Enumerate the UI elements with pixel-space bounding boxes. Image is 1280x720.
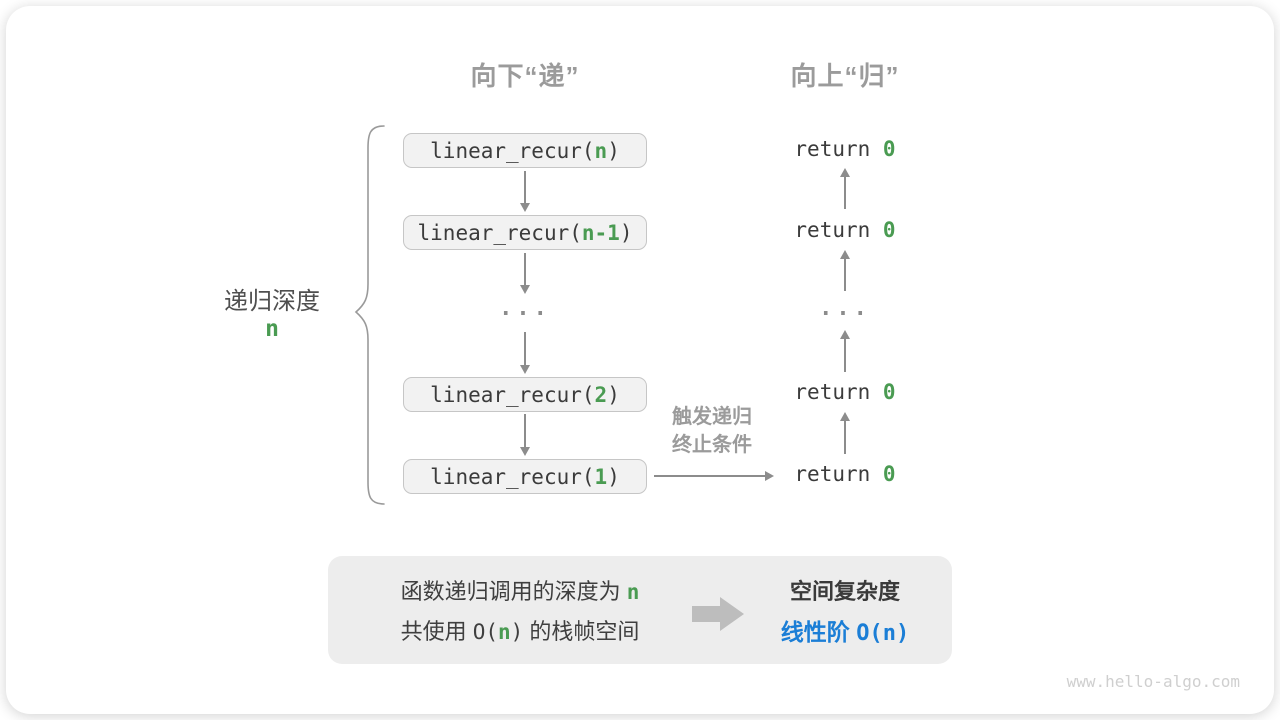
call-text: linear_recur( xyxy=(417,220,582,245)
left-brace xyxy=(354,125,385,505)
summary-right-text: 空间复杂度 线性阶 O(n) xyxy=(750,572,940,654)
result-code: n xyxy=(882,621,896,646)
call-box-2: linear_recur(2) xyxy=(403,377,647,412)
ellipsis-left: ... xyxy=(499,296,551,321)
arrow-up-icon xyxy=(840,168,850,209)
arrow-down-icon xyxy=(520,414,530,456)
header-recurse-down: 向下“递” xyxy=(470,61,580,91)
call-text: linear_recur( xyxy=(430,138,595,163)
summary-text: 共使用 xyxy=(400,619,473,644)
arrow-down-icon xyxy=(520,171,530,212)
call-text: ) xyxy=(619,220,633,245)
call-text: linear_recur( xyxy=(430,382,595,407)
call-text: ) xyxy=(607,138,620,163)
call-box-n: linear_recur(n) xyxy=(403,133,647,168)
call-text: linear_recur( xyxy=(430,464,595,489)
space-complexity-title: 空间复杂度 xyxy=(789,579,900,604)
call-box-n-1: linear_recur(n-1) xyxy=(403,215,647,250)
return-keyword: return xyxy=(794,218,883,242)
return-value: 0 xyxy=(882,380,896,404)
return-row: return 0 xyxy=(745,137,945,165)
return-row: return 0 xyxy=(745,218,945,246)
arrow-up-icon xyxy=(840,412,850,454)
call-text: ) xyxy=(607,464,620,489)
summary-text: 的栈帧空间 xyxy=(523,619,640,644)
result-label: 线性阶 xyxy=(780,619,857,645)
arrow-up-icon xyxy=(840,250,850,291)
arrow-up-icon xyxy=(840,330,850,372)
recursion-depth-value: n xyxy=(265,316,279,342)
summary-line2: 共使用 O(n) 的栈帧空间 xyxy=(355,612,685,652)
watermark: www.hello-algo.com xyxy=(1066,672,1240,691)
summary-text: 函数递归调用的深度为 xyxy=(400,579,627,604)
return-keyword: return xyxy=(794,380,883,404)
arrow-down-icon xyxy=(520,332,530,374)
call-arg: 2 xyxy=(594,382,608,407)
call-arg: 1 xyxy=(594,464,608,489)
call-text: ) xyxy=(607,382,620,407)
trigger-condition-label: 触发递归 终止条件 xyxy=(650,403,774,459)
return-row: return 0 xyxy=(745,380,945,408)
return-value: 0 xyxy=(882,218,896,242)
result-code: O( xyxy=(856,621,883,646)
header-return-up: 向上“归” xyxy=(790,61,900,91)
summary-left-text: 函数递归调用的深度为 n 共使用 O(n) 的栈帧空间 xyxy=(355,572,685,652)
return-row: return 0 xyxy=(745,462,945,490)
call-arg: n-1 xyxy=(581,220,620,245)
summary-line1: 函数递归调用的深度为 n xyxy=(355,572,685,612)
summary-var: n xyxy=(497,620,511,644)
summary-code: ) xyxy=(510,620,524,644)
arrow-down-icon xyxy=(520,253,530,294)
return-keyword: return xyxy=(794,137,883,161)
return-value: 0 xyxy=(882,137,896,161)
recursion-depth-label: 递归深度 xyxy=(224,288,320,315)
block-arrow-right-icon xyxy=(692,597,744,631)
summary-var: n xyxy=(626,580,640,604)
return-keyword: return xyxy=(794,462,883,486)
trigger-line1: 触发递归 xyxy=(672,406,752,428)
summary-panel xyxy=(328,556,952,664)
summary-code: O( xyxy=(472,620,498,644)
call-arg: n xyxy=(594,138,608,163)
result-code: ) xyxy=(895,621,910,646)
space-complexity-result: 线性阶 O(n) xyxy=(750,612,940,654)
trigger-line2: 终止条件 xyxy=(672,434,752,456)
call-box-1: linear_recur(1) xyxy=(403,459,647,494)
ellipsis-right: ... xyxy=(819,296,871,321)
arrow-right-icon xyxy=(654,471,774,481)
return-value: 0 xyxy=(882,462,896,486)
